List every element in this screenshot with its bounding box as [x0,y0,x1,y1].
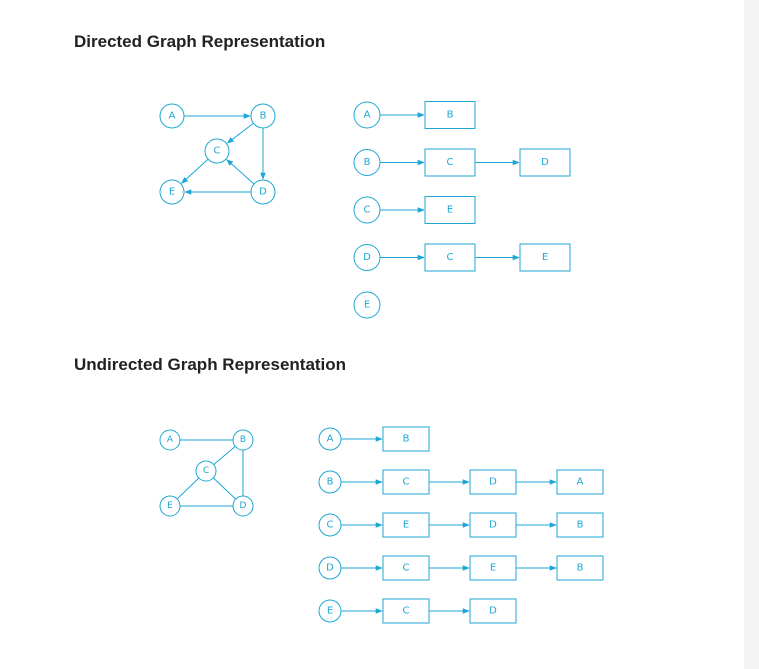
directed-list-box-label-a-1: B [447,110,454,121]
undirected-list-box-c-2 [469,512,517,538]
directed-list-box-c-1 [424,196,476,224]
undirected-list-box-label-e-1: C [403,606,410,617]
directed-node-label-d: D [259,187,267,198]
undirected-list-box-d-3 [556,555,604,581]
undirected-edge-c-d [212,477,237,500]
undirected-node-e [159,495,181,517]
directed-node-label-b: B [260,111,267,122]
directed-list-box-b-2 [519,148,571,177]
directed-edge-b-c [226,122,254,144]
undirected-node-c [195,460,217,482]
undirected-list-box-e-2 [469,598,517,624]
undirected-list-box-label-e-2: D [489,606,497,617]
undirected-list-box-label-d-1: C [403,563,410,574]
undirected-list-box-label-b-2: D [489,477,497,488]
undirected-adjacency-list: A B B C D A C E D B D C E B E C D [318,426,604,624]
undirected-node-label-b: B [240,435,246,445]
undirected-node-label-c: C [203,466,209,476]
undirected-list-head-label-c: C [327,520,334,531]
undirected-list-box-c-1 [382,512,430,538]
directed-node-label-a: A [169,111,176,122]
undirected-edge-b-c [213,446,236,465]
undirected-list-head-label-a: A [327,434,334,445]
undirected-list-box-label-c-3: B [577,520,584,531]
undirected-node-a [159,429,181,451]
undirected-list-box-b-3 [556,469,604,495]
directed-list-head-e [353,291,381,319]
directed-list-head-label-b: B [364,157,371,168]
directed-node-d [250,179,276,205]
undirected-list-box-label-d-3: B [577,563,584,574]
undirected-list-box-label-b-1: C [403,477,410,488]
undirected-list-box-label-c-1: E [403,520,409,531]
directed-list-box-label-d-2: E [542,252,548,263]
undirected-node-d [232,495,254,517]
undirected-list-box-b-2 [469,469,517,495]
undirected-list-box-label-c-2: D [489,520,497,531]
directed-list-box-label-c-1: E [447,205,453,216]
undirected-list-box-label-d-2: E [490,563,496,574]
directed-adjacency-list: A B B C D C E D C E E [353,101,571,319]
directed-list-box-d-1 [424,243,476,272]
directed-node-e [159,179,185,205]
undirected-node-label-a: A [167,435,174,445]
undirected-list-box-label-b-3: A [577,477,584,488]
directed-edge-d-c [226,159,255,185]
directed-list-head-label-e: E [364,300,370,311]
undirected-list-head-label-b: B [327,477,334,488]
undirected-node-label-e: E [167,501,173,511]
directed-list-box-a-1 [424,101,476,129]
directed-node-c [204,138,230,164]
undirected-list-box-a-1 [382,426,430,452]
undirected-list-head-label-d: D [326,563,334,574]
undirected-list-box-b-1 [382,469,430,495]
directed-list-box-label-b-2: D [541,157,549,168]
directed-node-label-c: C [214,146,221,157]
directed-node-a [159,103,185,129]
undirected-edge-c-e [176,477,200,500]
undirected-graph-heading: Undirected Graph Representation [74,355,347,374]
undirected-list-box-label-a-1: B [403,434,410,445]
directed-edge-c-e [181,158,209,184]
directed-node-label-e: E [169,187,175,198]
undirected-graph-drawing: A B C D E [159,429,254,517]
directed-list-box-label-d-1: C [447,252,454,263]
directed-list-head-label-d: D [363,252,371,263]
undirected-node-label-d: D [240,501,247,511]
directed-node-b [250,103,276,129]
directed-list-box-d-2 [519,243,571,272]
directed-graph-drawing: A B C D E [159,103,276,205]
undirected-list-box-c-3 [556,512,604,538]
undirected-list-head-label-e: E [327,606,333,617]
page-right-gutter [744,0,759,669]
directed-list-head-label-a: A [364,110,371,121]
directed-list-box-label-b-1: C [447,157,454,168]
directed-graph-heading: Directed Graph Representation [74,32,326,51]
directed-list-head-label-c: C [364,205,371,216]
undirected-node-b [232,429,254,451]
